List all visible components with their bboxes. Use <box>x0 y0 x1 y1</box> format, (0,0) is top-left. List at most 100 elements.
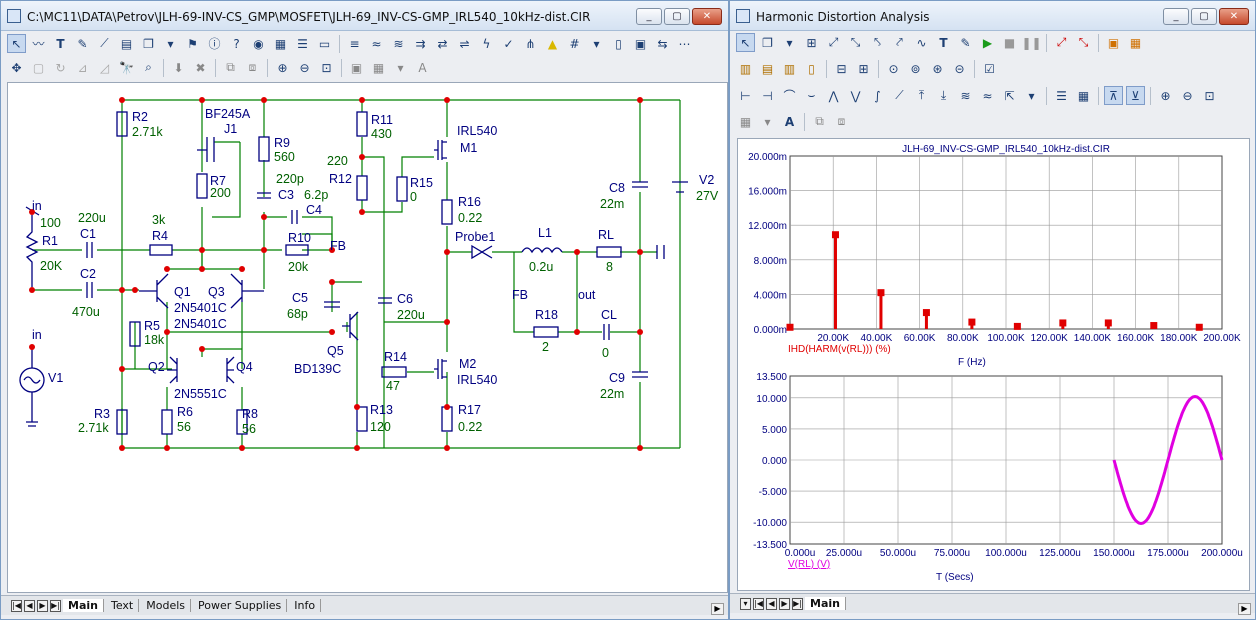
currents-icon[interactable]: ⇉ <box>415 36 426 51</box>
maximize-button[interactable]: ▢ <box>664 8 690 25</box>
magnify-1-icon[interactable]: ⊙ <box>888 61 899 76</box>
down-arrow-icon[interactable]: ⬇ <box>173 60 184 75</box>
help-icon[interactable]: ? <box>233 36 240 51</box>
split-h-icon[interactable]: ⊟ <box>836 61 847 76</box>
dropdown-icon[interactable]: ▾ <box>397 60 404 75</box>
slope-icon[interactable]: ⟋ <box>895 88 904 102</box>
edit-icon[interactable]: ✎ <box>960 35 971 50</box>
minimize-button[interactable]: _ <box>636 8 662 25</box>
list-icon[interactable]: ☰ <box>1056 88 1067 103</box>
top-icon[interactable]: ≋ <box>960 88 971 103</box>
last-page-icon[interactable]: ▶| <box>792 597 803 610</box>
warning-icon[interactable]: ▲ <box>547 36 558 51</box>
zoom-fit-icon[interactable]: ⊡ <box>1204 88 1215 103</box>
find-next-icon[interactable]: ⌕ <box>145 60 152 74</box>
schematic-canvas[interactable]: in 100 R1 20K 220u C1 C2 470u 3k R4 R2 2… <box>7 82 728 593</box>
panel-2-icon[interactable]: ▤ <box>761 61 774 76</box>
dropdown-icon[interactable]: ▾ <box>740 597 751 610</box>
prev-page-icon[interactable]: ◀ <box>24 599 35 612</box>
layout-icon[interactable]: ▦ <box>372 60 385 75</box>
bottom-icon[interactable]: ≈ <box>982 88 993 103</box>
swap-icon[interactable]: ⇆ <box>657 36 668 51</box>
rotate-icon[interactable]: ↻ <box>55 60 66 75</box>
move-icon[interactable]: ✥ <box>11 60 22 75</box>
zoom-fit-icon[interactable]: ⊡ <box>321 60 332 75</box>
split-grid-icon[interactable]: ⊞ <box>858 61 869 76</box>
high-icon[interactable]: ⋀ <box>828 88 839 103</box>
wire-icon[interactable]: 〰 <box>32 37 45 51</box>
states-icon[interactable]: ⇌ <box>459 36 470 51</box>
scroll-right-icon[interactable]: ▶ <box>711 603 724 615</box>
stop-icon[interactable]: ✖ <box>195 60 206 75</box>
dropdown-icon[interactable]: ▾ <box>593 36 600 51</box>
more-icon[interactable]: ⋯ <box>678 36 691 51</box>
zoom-box-icon[interactable]: ⤢ <box>828 35 839 49</box>
scroll-right-icon[interactable]: ▶ <box>1238 603 1251 615</box>
list-icon[interactable]: ☰ <box>297 36 308 51</box>
pin-icon[interactable]: ⋔ <box>525 36 536 51</box>
copy-icon[interactable]: ❐ <box>143 36 154 51</box>
global-low-icon[interactable]: ⤓ <box>940 88 947 102</box>
brush-icon[interactable]: ⟋ <box>100 36 109 50</box>
magnify-2-icon[interactable]: ⊚ <box>910 61 921 76</box>
tab-info[interactable]: Info <box>289 599 322 612</box>
flag-icon[interactable]: ⚑ <box>187 36 198 51</box>
select-mode-icon[interactable]: ↖ <box>736 33 755 52</box>
bounds-1-icon[interactable]: ⊼ <box>1104 86 1123 105</box>
properties-icon[interactable]: ☑ <box>984 61 995 76</box>
dropdown-icon[interactable]: ▾ <box>167 36 174 51</box>
minimize-button[interactable]: _ <box>1163 8 1189 25</box>
ungroup-icon[interactable]: ⧈ <box>248 60 257 74</box>
first-page-icon[interactable]: |◀ <box>753 597 764 610</box>
window-icon[interactable]: ▣ <box>634 36 647 51</box>
node-labels-icon[interactable]: ≡ <box>349 36 360 51</box>
power-icon[interactable]: ⇄ <box>437 36 448 51</box>
zoom-in-icon[interactable]: ⊕ <box>1160 88 1171 103</box>
cursor-icon[interactable]: ⤤ <box>896 35 903 49</box>
global-high-icon[interactable]: ⤒ <box>918 88 925 102</box>
zoom-in-icon[interactable]: ⊕ <box>277 60 288 75</box>
select-mode-icon[interactable]: ↖ <box>7 34 26 53</box>
next-page-icon[interactable]: ▶ <box>37 599 48 612</box>
dropdown-icon[interactable]: ▾ <box>764 114 771 129</box>
tile-icon[interactable]: ▦ <box>1129 35 1142 50</box>
info-icon[interactable]: ⓘ <box>208 37 221 51</box>
flip-x-icon[interactable]: ⊿ <box>77 60 88 75</box>
inflection-icon[interactable]: ∫ <box>874 88 881 103</box>
zoom-out-icon[interactable]: ⊖ <box>299 60 310 75</box>
text-tool-icon[interactable]: T <box>939 35 948 50</box>
magnify-3-icon[interactable]: ⊛ <box>932 61 943 76</box>
voltages-icon[interactable]: ≋ <box>393 36 404 51</box>
frame-icon[interactable]: ▣ <box>1107 35 1120 50</box>
low-icon[interactable]: ⋁ <box>850 88 861 103</box>
peak-icon[interactable]: ⌒ <box>783 89 796 103</box>
panel-4-icon[interactable]: ▯ <box>808 61 815 76</box>
group-icon[interactable]: ⧉ <box>815 114 824 128</box>
magnify-4-icon[interactable]: ⊝ <box>954 61 965 76</box>
find-icon[interactable]: 🔭 <box>119 60 134 75</box>
zoom-x-icon[interactable]: ⤡ <box>850 35 861 49</box>
tab-main[interactable]: Main <box>63 599 104 612</box>
clipboard-icon[interactable]: ▭ <box>318 36 331 51</box>
lightning-icon[interactable]: ϟ <box>482 36 491 51</box>
scale-icon[interactable]: ⊞ <box>806 35 817 50</box>
bounds-2-icon[interactable]: ⊻ <box>1126 86 1145 105</box>
tab-main[interactable]: Main <box>805 597 846 610</box>
panel-3-icon[interactable]: ▥ <box>783 61 796 76</box>
calendar-icon[interactable]: ▦ <box>1077 88 1090 103</box>
box-icon[interactable]: ▢ <box>32 60 45 75</box>
zoom-y-icon[interactable]: ⤣ <box>874 35 881 49</box>
rise-icon[interactable]: ⤢ <box>1056 35 1067 49</box>
component-icon[interactable]: ▤ <box>120 36 133 51</box>
fall-icon[interactable]: ⤡ <box>1078 35 1089 49</box>
image-icon[interactable]: ▣ <box>350 60 363 75</box>
close-button[interactable]: ✕ <box>692 8 722 25</box>
font-icon[interactable]: A <box>418 60 427 75</box>
prev-page-icon[interactable]: ◀ <box>766 597 777 610</box>
cursor-right-icon[interactable]: ⊣ <box>762 88 773 103</box>
label-icon[interactable]: ∿ <box>916 35 927 50</box>
close-button[interactable]: ✕ <box>1219 8 1249 25</box>
copy-icon[interactable]: ❐ <box>762 35 773 50</box>
go-to-icon[interactable]: ⇱ <box>1004 88 1015 103</box>
